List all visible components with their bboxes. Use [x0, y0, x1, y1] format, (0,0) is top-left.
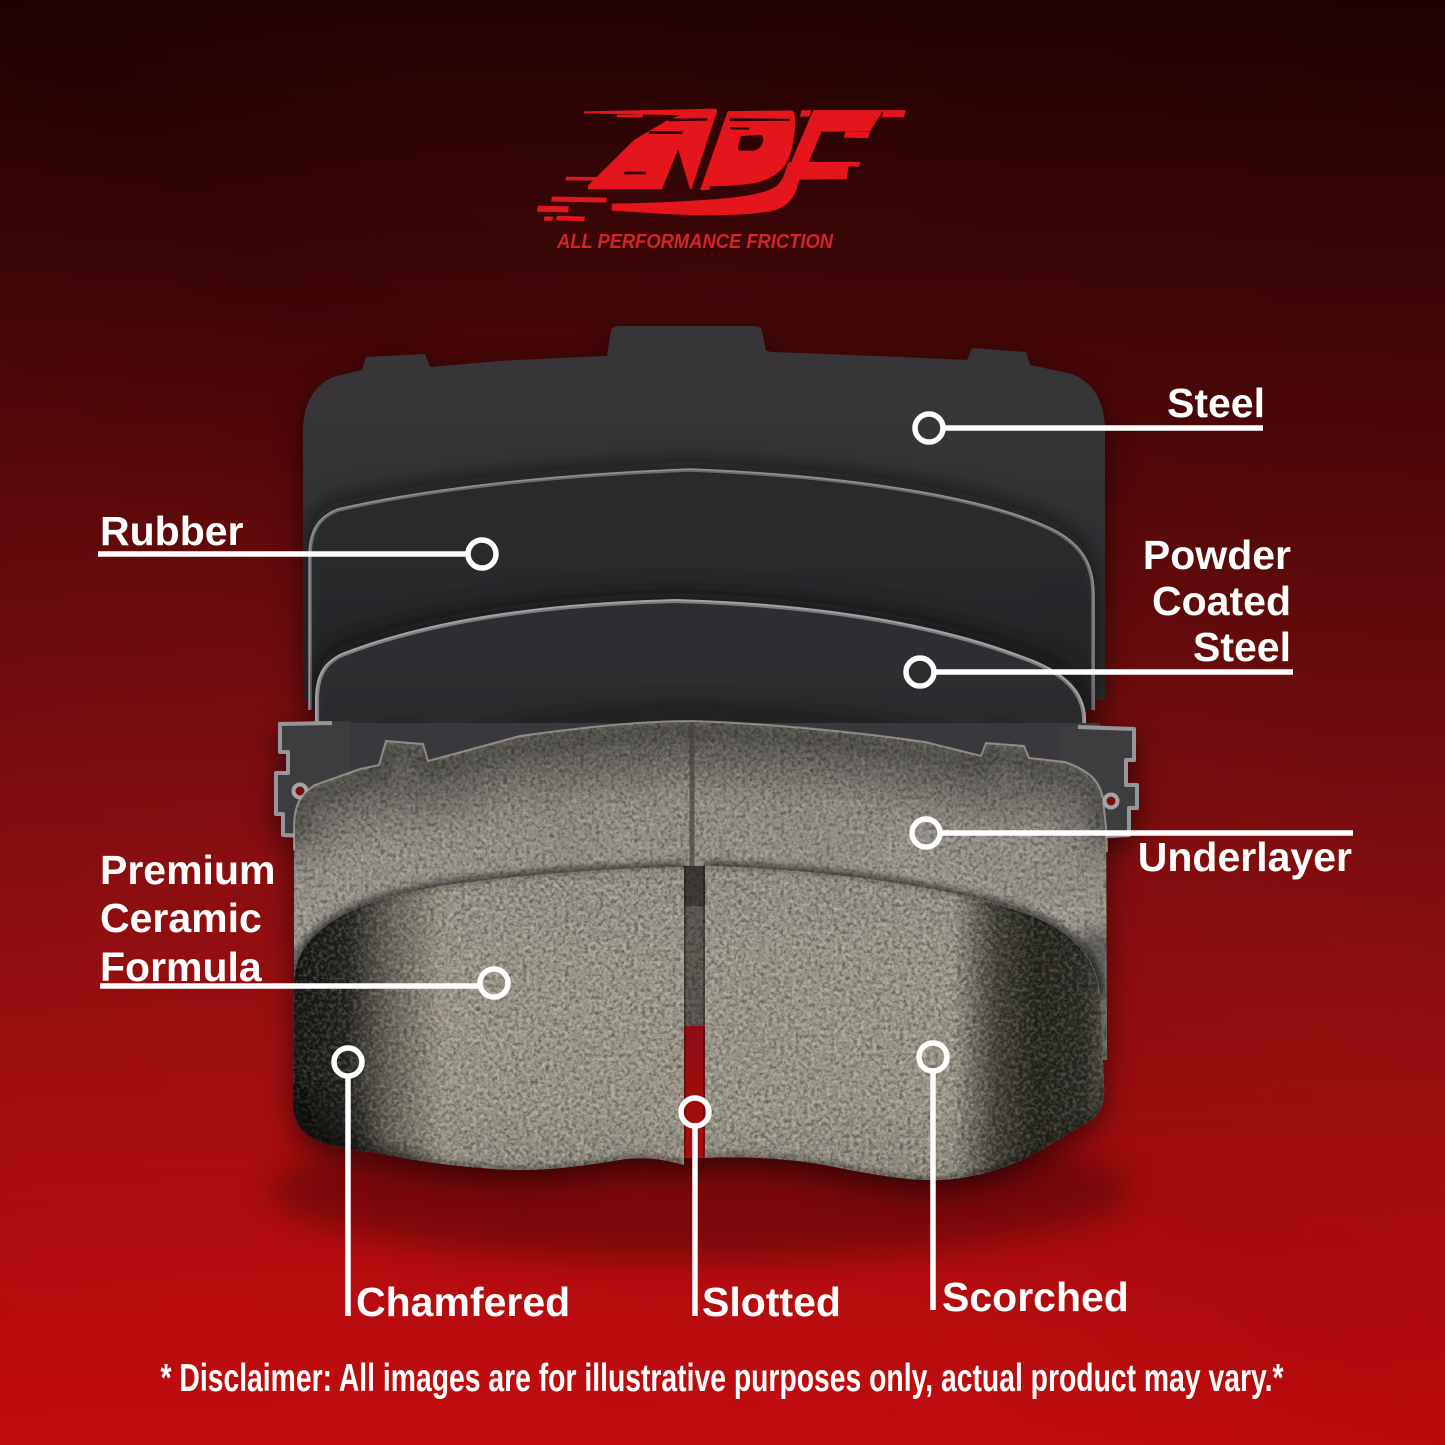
svg-text:Slotted: Slotted [702, 1279, 841, 1325]
svg-text:Ceramic: Ceramic [100, 895, 262, 941]
svg-text:Premium: Premium [100, 847, 275, 893]
svg-text:ALL PERFORMANCE FRICTION: ALL PERFORMANCE FRICTION [556, 230, 834, 253]
svg-text:Underlayer: Underlayer [1138, 834, 1352, 880]
svg-text:Powder: Powder [1143, 532, 1291, 578]
svg-text:Chamfered: Chamfered [356, 1279, 570, 1325]
svg-text:Rubber: Rubber [100, 508, 244, 554]
svg-text:Coated: Coated [1152, 578, 1291, 624]
svg-text:Formula: Formula [100, 944, 263, 990]
svg-text:* Disclaimer: All images are f: * Disclaimer: All images are for illustr… [161, 1357, 1284, 1400]
svg-text:Steel: Steel [1167, 380, 1265, 426]
svg-text:Steel: Steel [1193, 624, 1291, 670]
svg-text:Scorched: Scorched [942, 1274, 1129, 1320]
